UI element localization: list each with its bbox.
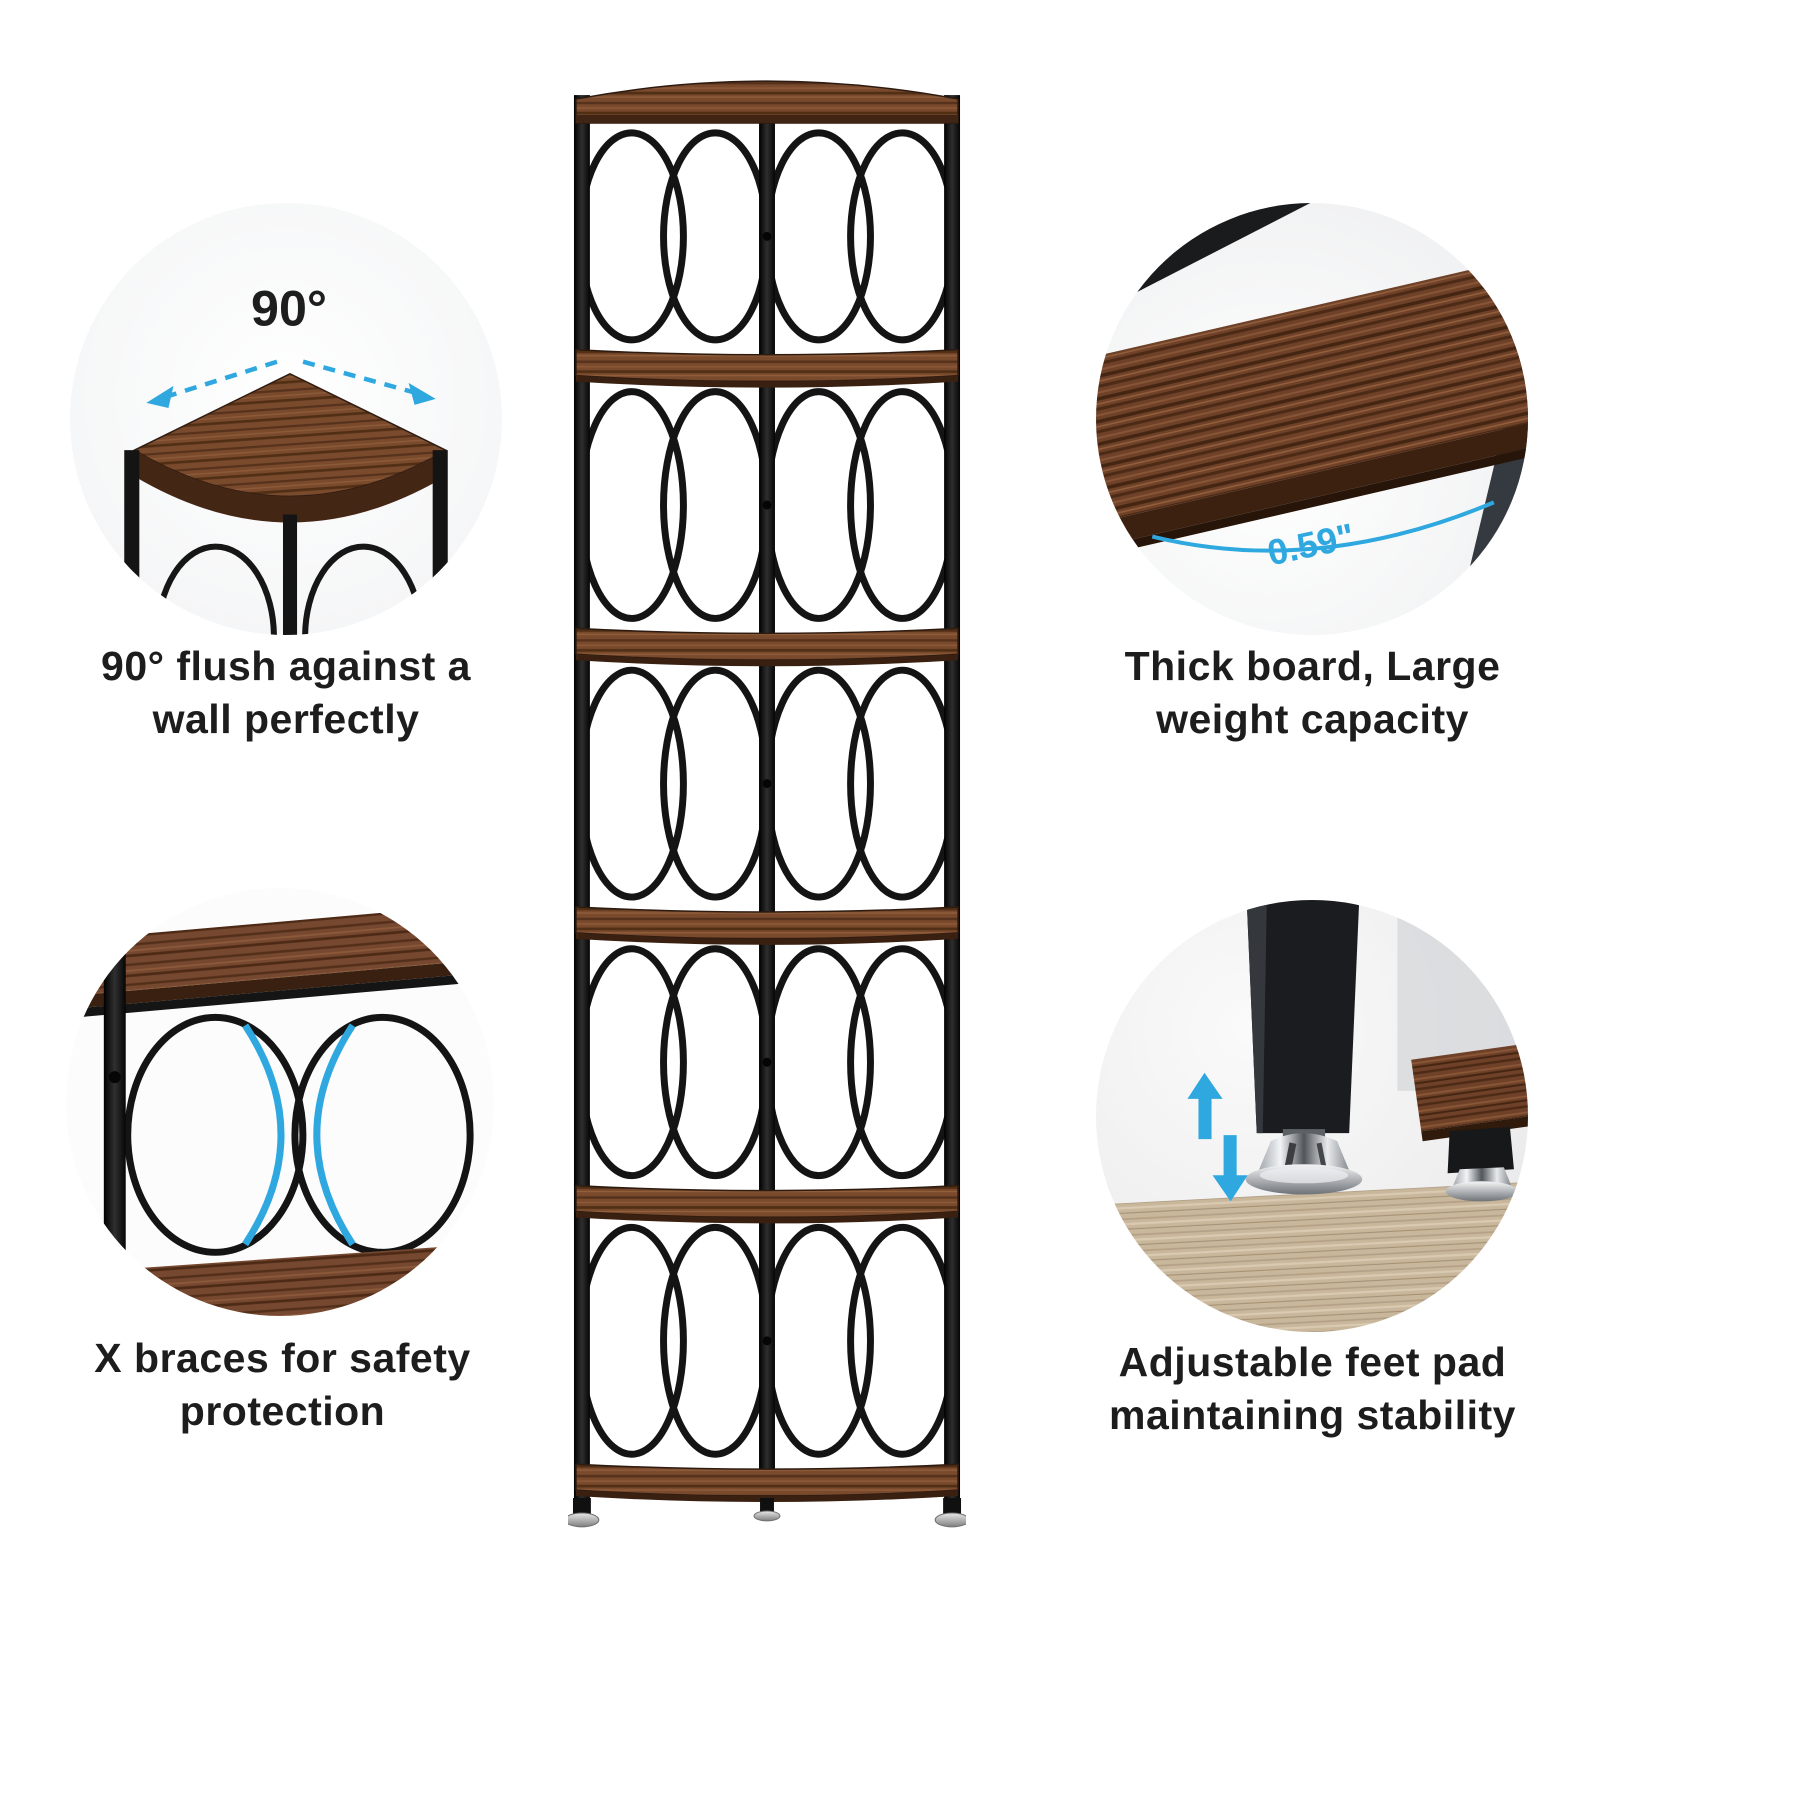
wood-floor: [1096, 1180, 1528, 1332]
brace-circle-left: [124, 1013, 307, 1256]
shelf-board-top: [575, 80, 959, 124]
x-brace-highlight-right: [313, 1023, 356, 1247]
arrowhead-left-icon: [146, 385, 174, 408]
caption-bottom-right: Adjustable feet pad maintaining stabilit…: [1109, 1339, 1516, 1439]
thickness-arc: [1151, 500, 1495, 553]
center-post-bolts: [762, 231, 772, 1346]
up-down-arrows-icon: [1187, 1072, 1248, 1202]
corner-top-photo: 90°: [70, 203, 502, 635]
callout-top-right: 0.59": [1096, 203, 1528, 635]
callout-bottom-left: [66, 888, 494, 1316]
caption-top-left: 90° flush against a wall perfectly: [101, 643, 471, 743]
wood-board-closeup: [1096, 246, 1528, 568]
arrowhead-right-icon: [408, 382, 436, 405]
left-post: [573, 95, 590, 1506]
shelf-board-4: [575, 906, 959, 945]
small-foot-right: [1445, 1127, 1518, 1202]
callout-top-left: 90°: [70, 203, 502, 635]
center-post: [759, 116, 775, 1499]
post-and-foot: [1245, 900, 1363, 1195]
top-shelf-closeup: [66, 901, 494, 1020]
caption-top-right: Thick board, Large weight capacity: [1124, 643, 1501, 743]
x-brace-photo: [66, 888, 494, 1316]
bolt-icon: [108, 1071, 121, 1084]
board-thickness-photo: 0.59": [1096, 203, 1528, 635]
shelf-board-bottom: [575, 1463, 959, 1503]
corner-shelf-product: [568, 80, 966, 1528]
shelf-boards: [575, 80, 959, 1503]
shelf-board-5: [575, 1184, 959, 1224]
shelf-board-3: [575, 627, 959, 667]
frame-post-closeup: [103, 921, 126, 1281]
x-brace-highlight-left: [242, 1023, 285, 1247]
adjustable-feet: [568, 1498, 966, 1528]
angle-badge: 90°: [251, 281, 327, 337]
feet-pad-photo: [1096, 900, 1528, 1332]
caption-bottom-left: X braces for safety protection: [94, 1335, 471, 1435]
callout-bottom-right: [1096, 900, 1528, 1332]
shelf-board-2: [575, 349, 959, 388]
right-post: [944, 95, 961, 1506]
